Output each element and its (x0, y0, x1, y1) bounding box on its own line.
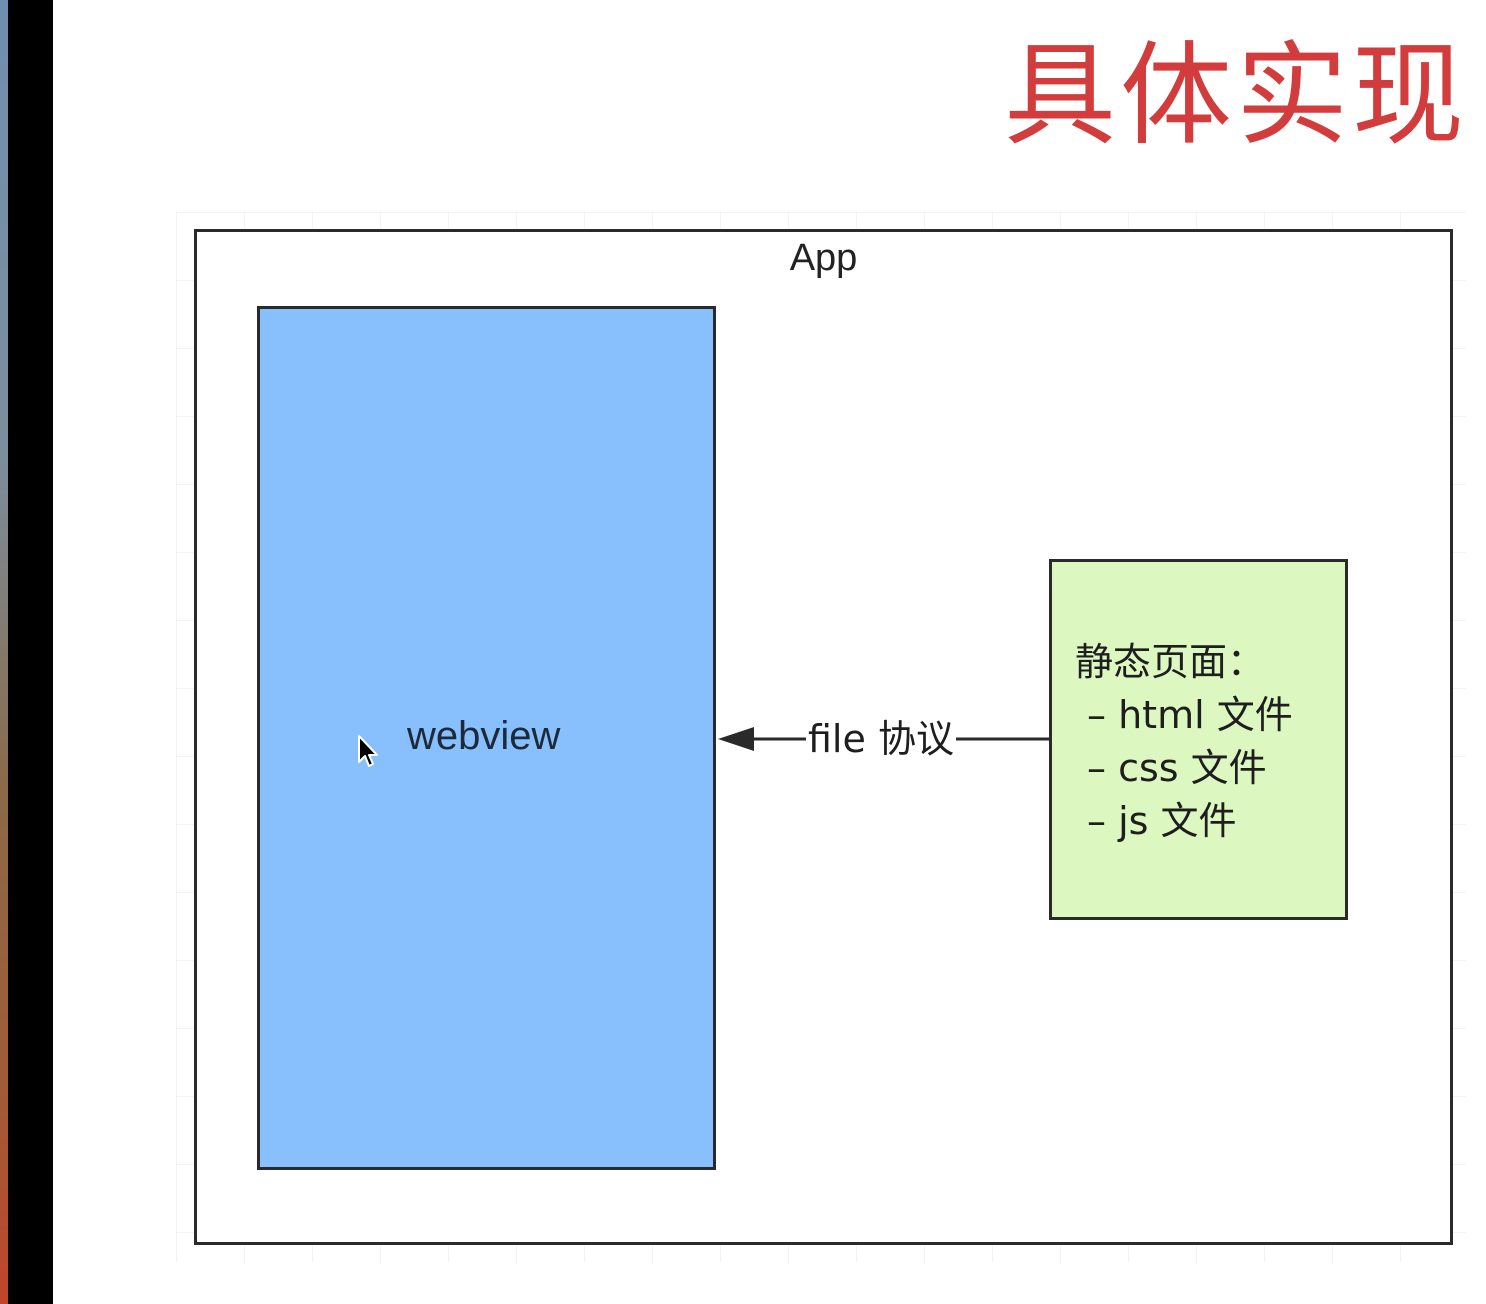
static-pages-text: 静态页面： – html 文件 – css 文件 – js 文件 (1075, 636, 1293, 848)
slide-title: 具体实现 (1004, 31, 1468, 161)
static-pages-item-css: – css 文件 (1087, 746, 1267, 790)
webview-label: webview (407, 714, 561, 758)
webview-box (257, 306, 716, 1170)
left-black-bar (8, 0, 53, 1304)
desktop-wallpaper-strip (0, 0, 8, 1304)
static-pages-item-js: – js 文件 (1087, 799, 1237, 843)
static-pages-heading: 静态页面： (1075, 640, 1266, 684)
static-pages-item-html: – html 文件 (1087, 693, 1293, 737)
app-container-label: App (789, 237, 858, 279)
mouse-pointer-icon (358, 735, 378, 767)
file-protocol-label: file 协议 (806, 716, 956, 762)
static-pages-box (1049, 559, 1348, 920)
